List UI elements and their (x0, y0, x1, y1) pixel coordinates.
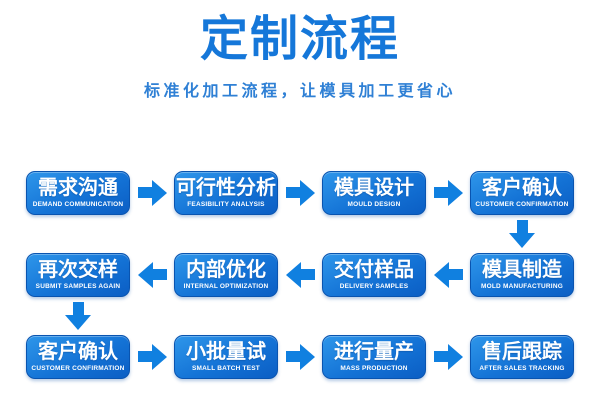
flow-step-mass-production: 进行量产 MASS PRODUCTION (322, 334, 426, 379)
step-title: 小批量试 (186, 340, 266, 363)
arrow-left-icon (278, 253, 322, 297)
arrow-left-icon (426, 253, 470, 297)
arrow-right-icon (278, 171, 322, 215)
step-title: 可行性分析 (176, 176, 276, 199)
flow-step-after-sales-tracking: 售后跟踪 AFTER SALES TRACKING (470, 334, 574, 379)
step-title: 进行量产 (334, 340, 414, 363)
flow-step-customer-confirmation-2: 客户确认 CUSTOMER CONFIRMATION (26, 334, 130, 379)
step-caption: DELIVERY SAMPLES (339, 282, 409, 290)
step-caption: CUSTOMER CONFIRMATION (475, 200, 569, 208)
arrow-down-icon (509, 219, 535, 248)
arrow-right-icon (426, 335, 470, 379)
step-caption: MASS PRODUCTION (340, 364, 408, 372)
flow-step-mould-design: 模具设计 MOULD DESIGN (322, 170, 426, 215)
flow-row-1: 需求沟通 DEMAND COMMUNICATION 可行性分析 FEASIBIL… (26, 170, 574, 215)
step-title: 模具制造 (482, 258, 562, 281)
flow-step-feasibility-analysis: 可行性分析 FEASIBILITY ANALYSIS (174, 170, 278, 215)
step-caption: FEASIBILITY ANALYSIS (187, 200, 265, 208)
step-caption: MOLD MANUFACTURING (481, 282, 563, 290)
step-caption: AFTER SALES TRACKING (479, 364, 565, 372)
step-title: 需求沟通 (38, 176, 118, 199)
step-caption: SMALL BATCH TEST (192, 364, 260, 372)
arrow-down-icon (65, 301, 91, 330)
flow-row-3: 客户确认 CUSTOMER CONFIRMATION 小批量试 SMALL BA… (26, 334, 574, 379)
arrow-left-icon (130, 253, 174, 297)
flow-connector-row-2 (26, 297, 574, 335)
arrow-right-icon (278, 335, 322, 379)
step-caption: DEMAND COMMUNICATION (32, 200, 124, 208)
flow-step-submit-samples-again: 再次交样 SUBMIT SAMPLES AGAIN (26, 252, 130, 297)
arrow-right-icon (130, 335, 174, 379)
page-title: 定制流程 (199, 13, 400, 66)
flow-row-2: 再次交样 SUBMIT SAMPLES AGAIN 内部优化 INTERNAL … (26, 252, 574, 297)
step-title: 再次交样 (38, 258, 118, 281)
arrow-right-icon (426, 171, 470, 215)
flow-connector-row-1 (26, 215, 574, 253)
flow-step-internal-optimization: 内部优化 INTERNAL OPTIMIZATION (174, 252, 278, 297)
step-caption: INTERNAL OPTIMIZATION (183, 282, 269, 290)
flow-step-delivery-samples: 交付样品 DELIVERY SAMPLES (322, 252, 426, 297)
flow-step-customer-confirmation-1: 客户确认 CUSTOMER CONFIRMATION (470, 170, 574, 215)
step-title: 售后跟踪 (482, 340, 562, 363)
step-title: 模具设计 (334, 176, 414, 199)
step-title: 客户确认 (38, 340, 118, 363)
flow-step-mold-manufacturing: 模具制造 MOLD MANUFACTURING (470, 252, 574, 297)
page-subtitle: 标准化加工流程，让模具加工更省心 (143, 82, 456, 100)
step-title: 内部优化 (186, 258, 266, 281)
step-title: 交付样品 (334, 258, 414, 281)
step-caption: CUSTOMER CONFIRMATION (31, 364, 125, 372)
flow-step-small-batch-test: 小批量试 SMALL BATCH TEST (174, 334, 278, 379)
custom-process-infographic: 定制流程 标准化加工流程，让模具加工更省心 需求沟通 DEMAND COMMUN… (0, 13, 600, 401)
step-caption: MOULD DESIGN (347, 200, 401, 208)
process-flow-diagram: 需求沟通 DEMAND COMMUNICATION 可行性分析 FEASIBIL… (26, 170, 574, 379)
arrow-right-icon (130, 171, 174, 215)
step-caption: SUBMIT SAMPLES AGAIN (35, 282, 121, 290)
step-title: 客户确认 (482, 176, 562, 199)
flow-step-demand-communication: 需求沟通 DEMAND COMMUNICATION (26, 170, 130, 215)
